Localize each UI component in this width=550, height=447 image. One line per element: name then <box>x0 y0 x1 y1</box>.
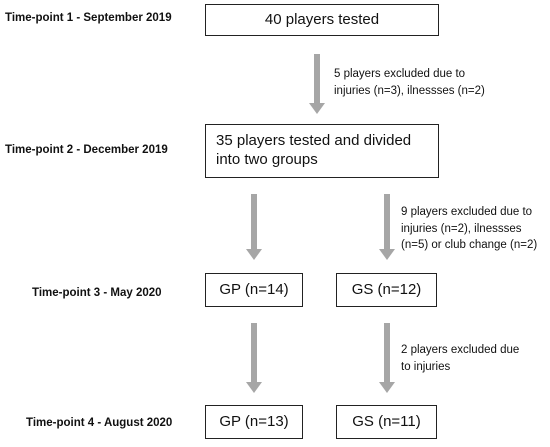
box-gs-timepoint-4: GS (n=11) <box>336 405 437 439</box>
box-gp-timepoint-3: GP (n=14) <box>205 273 303 307</box>
arrow-t1-to-t2 <box>309 54 325 114</box>
timepoint-3-label: Time-point 3 - May 2020 <box>32 287 162 299</box>
timepoint-1-label: Time-point 1 - September 2019 <box>5 12 172 24</box>
exclusion-note-2: 9 players excluded due to injuries (n=2)… <box>401 206 538 252</box>
timepoint-4-label: Time-point 4 - August 2020 <box>26 417 173 429</box>
box-40-players-tested: 40 players tested <box>205 4 439 36</box>
box-gp-timepoint-4: GP (n=13) <box>205 405 303 439</box>
arrow-gp-t3-to-t4 <box>246 323 262 393</box>
timepoint-2-label: Time-point 2 - December 2019 <box>5 144 168 156</box>
arrow-t2-to-gs-t3 <box>379 194 395 260</box>
arrow-gs-t3-to-t4 <box>379 323 395 393</box>
box-35-players-divided: 35 players tested and divided into two g… <box>205 124 439 178</box>
exclusion-note-3: 2 players excluded due to injuries <box>401 344 520 373</box>
box-gs-timepoint-3: GS (n=12) <box>336 273 437 307</box>
exclusion-note-1: 5 players excluded due to injuries (n=3)… <box>334 68 485 97</box>
arrow-t2-to-gp-t3 <box>246 194 262 260</box>
